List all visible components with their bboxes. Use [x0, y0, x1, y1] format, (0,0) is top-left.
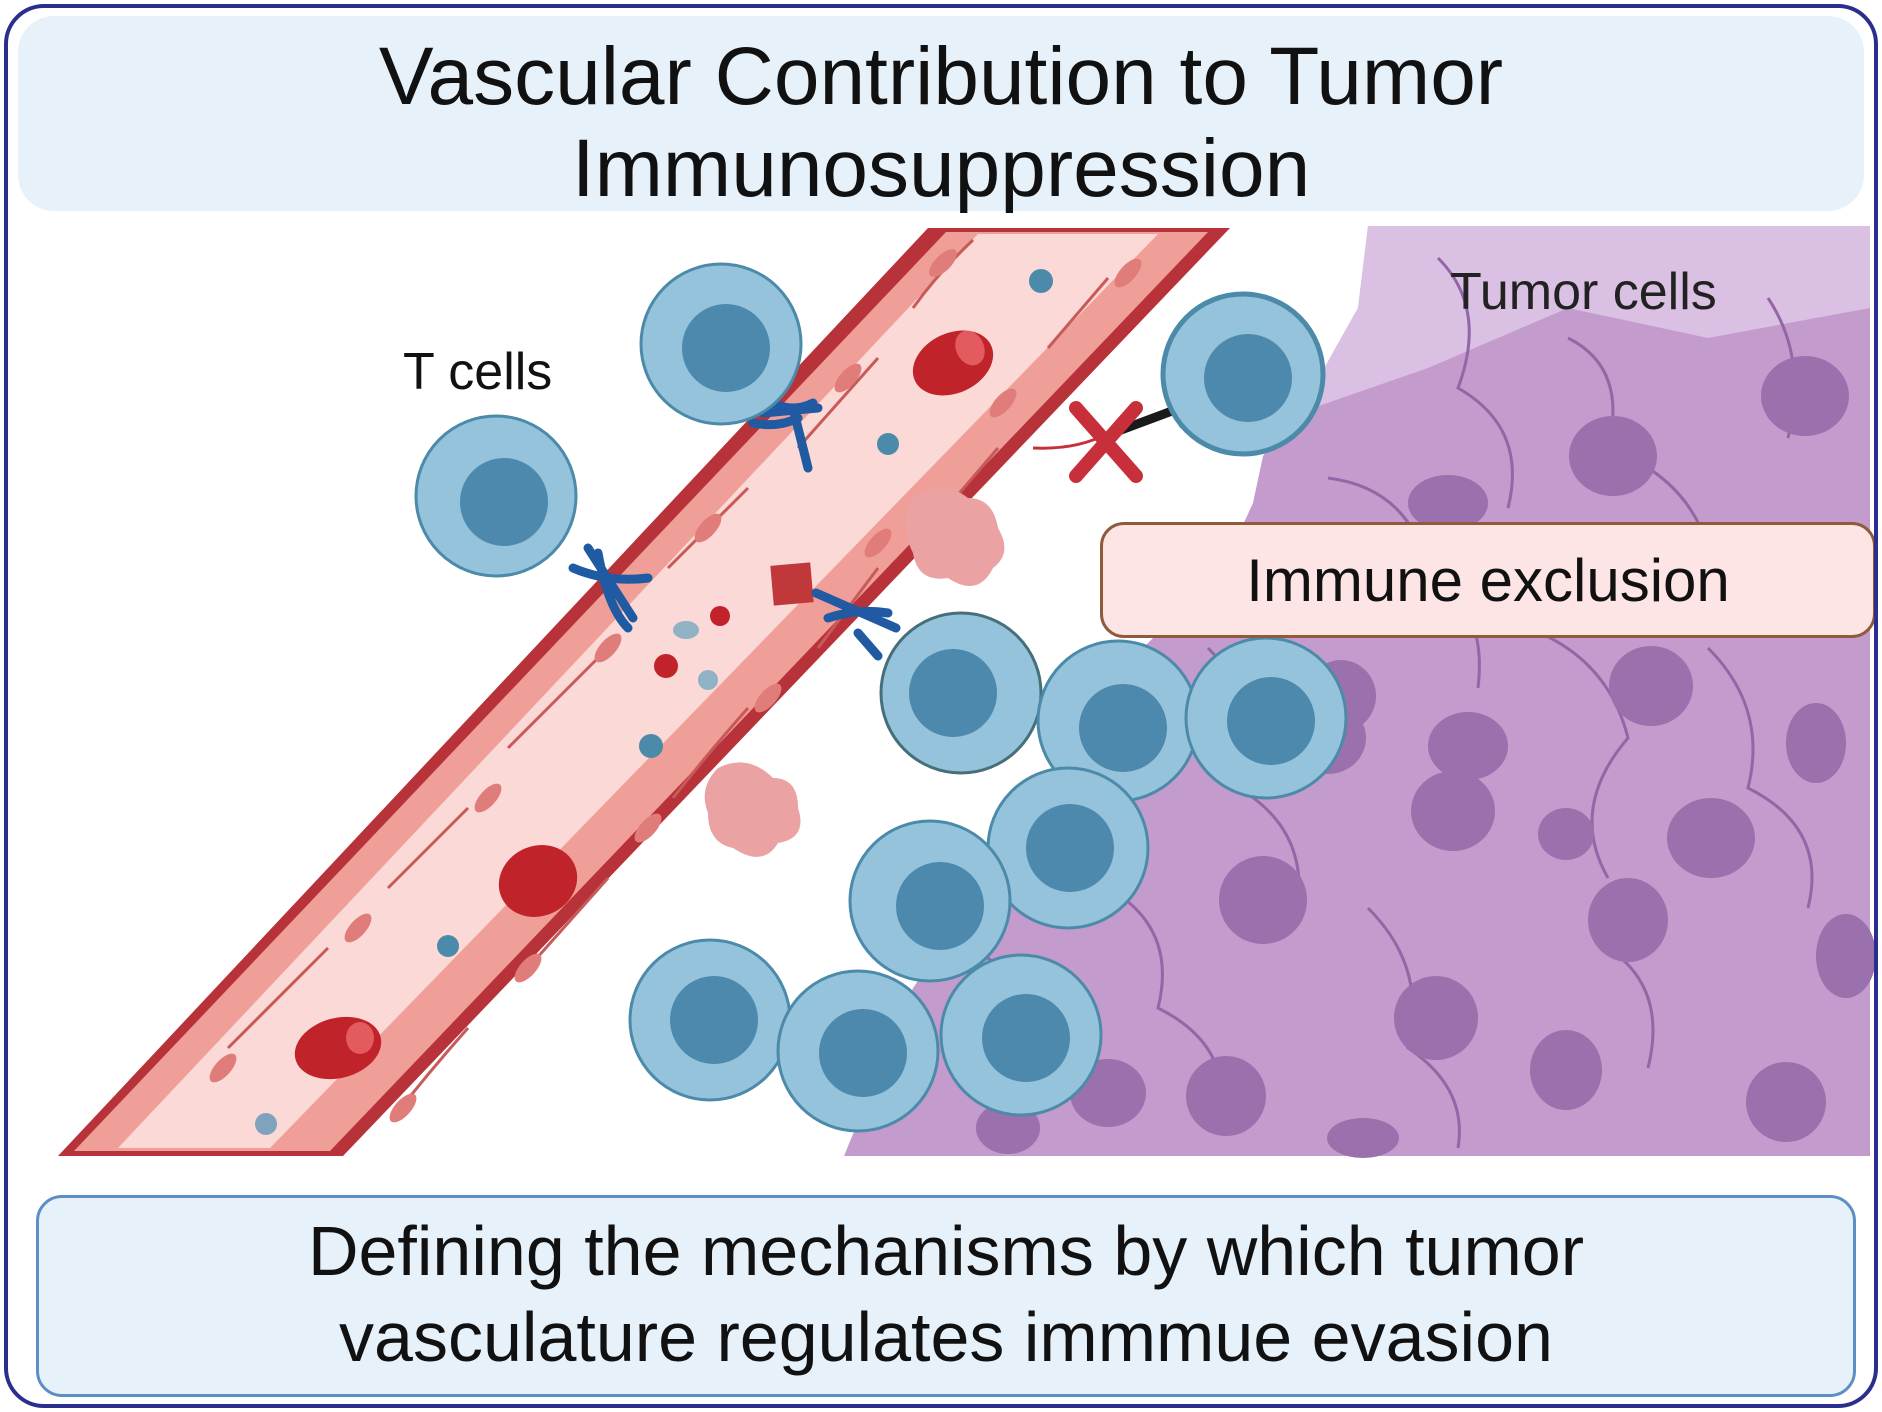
tumor-nucleus [1761, 356, 1849, 436]
endothelial-nucleus [989, 388, 1017, 418]
figure-frame: Vascular Contribution to Tumor Immunosup… [4, 4, 1878, 1408]
particle [639, 734, 663, 758]
t-cell [414, 414, 578, 578]
t-cell [1184, 636, 1348, 800]
adhesion-molecules [568, 398, 901, 661]
endothelial-nucleus [389, 1093, 417, 1123]
endothelial-nucleus [694, 513, 722, 543]
platelet [704, 762, 801, 857]
endothelial-nucleus [864, 528, 892, 558]
footer-box: Defining the mechanisms by which tumor v… [36, 1195, 1856, 1397]
tumor-nucleus [1786, 703, 1846, 783]
t-cell [986, 766, 1150, 930]
t-cells-label: T cells [403, 343, 553, 401]
tumor-cells-label: Tumor cells [1450, 263, 1717, 321]
t-cell [848, 819, 1012, 983]
tumor-nucleus [1588, 878, 1668, 962]
tumor-nucleus [1667, 798, 1755, 878]
endothelial-nucleus [344, 913, 372, 943]
tumor-nucleus [1408, 475, 1488, 531]
particle [437, 935, 459, 957]
endothelial-nucleus [929, 249, 957, 277]
vessel-lumen [118, 234, 1158, 1148]
title-band: Vascular Contribution to Tumor Immunosup… [18, 16, 1864, 211]
particle [255, 1113, 277, 1135]
tumor-nucleus [1219, 856, 1307, 944]
adhesion-molecule [568, 543, 653, 633]
tumor-nucleus [1428, 712, 1508, 780]
footer-line-1: Defining the mechanisms by which tumor [307, 1212, 1585, 1290]
t-cell [879, 611, 1043, 775]
endothelial-nucleus [634, 813, 662, 843]
t-cell [628, 938, 792, 1102]
tumor-nucleus [1746, 1062, 1826, 1142]
endothelial-nucleus [474, 783, 502, 813]
tumor-nucleus [1538, 808, 1594, 860]
illustration [58, 226, 1874, 1158]
t-cell [939, 953, 1103, 1117]
page-title-line-2: Immunosuppression [571, 123, 1311, 214]
particle-square [770, 562, 814, 606]
t-cells [414, 262, 1348, 1133]
adhesion-molecule [748, 398, 823, 473]
t-cell [1036, 639, 1200, 803]
endothelial-nucleus [594, 633, 622, 663]
endothelial-nucleus [514, 953, 542, 983]
tumor-nucleus [1609, 646, 1693, 726]
particle [710, 606, 730, 626]
particle [1029, 269, 1053, 293]
blood-vessel [58, 228, 1230, 1156]
tumor-nucleus [1327, 1118, 1399, 1158]
particle [698, 670, 718, 690]
footer-line-2: vasculature regulates immmue evasion [339, 1298, 1553, 1376]
red-blood-cell [498, 845, 578, 917]
particle [654, 654, 678, 678]
immune-exclusion-label: Immune exclusion [1246, 546, 1730, 614]
tumor-nucleus [1394, 976, 1478, 1060]
t-cell [776, 969, 940, 1133]
tumor-nucleus [1530, 1030, 1602, 1110]
tumor-pale-region [1313, 226, 1870, 408]
tumor-nucleus [1186, 1056, 1266, 1136]
particle [673, 621, 699, 639]
page-title-line-1: Vascular Contribution to Tumor [378, 31, 1504, 122]
red-blood-cell-highlight [346, 1022, 374, 1054]
endothelial-nucleus [834, 363, 862, 393]
endothelial-nucleus [754, 683, 782, 713]
t-cell-excluded [1160, 291, 1326, 457]
endothelial-nucleus [1114, 258, 1142, 288]
endothelial-nucleus [209, 1053, 237, 1083]
red-blood-cell-highlight [955, 330, 985, 366]
blocked-x-icon [1069, 401, 1143, 483]
tumor-nucleus [1411, 771, 1495, 851]
tumor-nucleus [1816, 914, 1874, 998]
t-cell [639, 262, 803, 426]
platelet [905, 488, 1005, 586]
tumor-nucleus [1569, 416, 1657, 496]
particle [877, 433, 899, 455]
adhesion-molecule [811, 588, 901, 661]
tumor-cell-nuclei [976, 356, 1874, 1158]
immune-exclusion-box: Immune exclusion [1100, 522, 1874, 638]
